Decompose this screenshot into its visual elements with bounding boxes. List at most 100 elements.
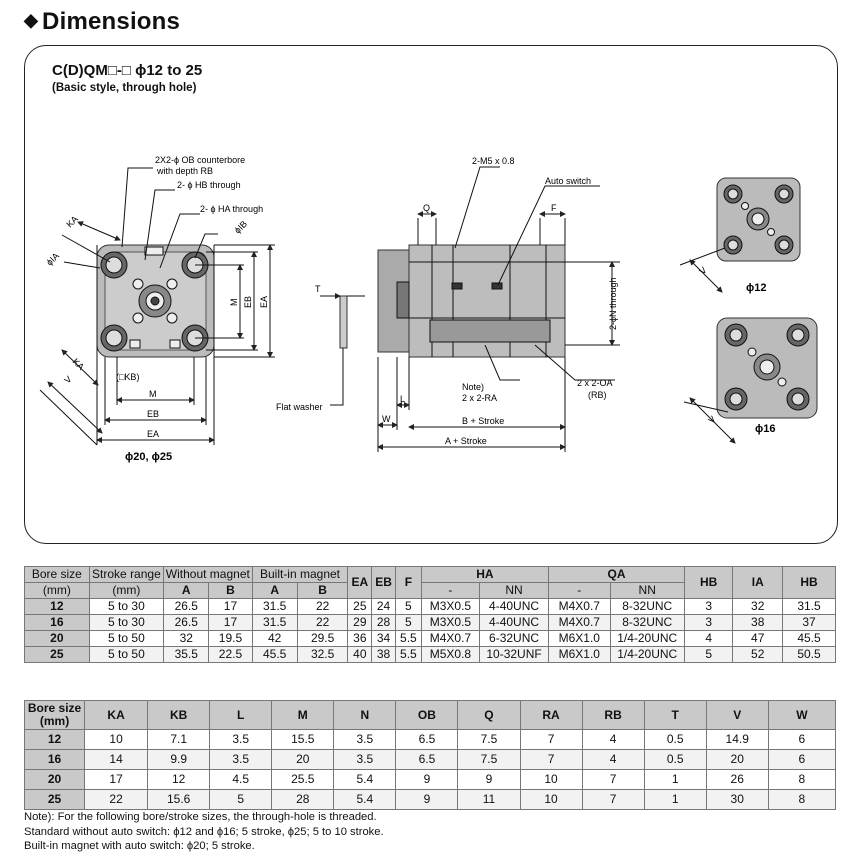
table-cell: 5.5 [394,646,422,663]
table-cell: 35.5 [163,646,210,663]
note-line-3: Built-in magnet with auto switch: ϕ20; 5… [24,840,255,852]
table-cell: 6.5 [395,729,459,750]
table-cell: 3 [683,598,734,615]
table-cell: 32.5 [296,646,349,663]
label-eb-right: EB [243,296,253,308]
table-cell: 38 [371,646,396,663]
dimensions-table-1: Bore size Stroke range Without magnet Bu… [24,566,836,663]
t1-header-ha-nn: NN [479,582,550,599]
table-cell: 45.5 [251,646,298,663]
table-header-cell: V [705,700,769,730]
label-ha: 2- ϕ HA through [200,204,263,214]
table-cell: 5 [394,598,422,615]
table-header-cell: OB [395,700,459,730]
label-note: Note) [462,382,484,392]
table-cell: 8 [767,789,837,810]
table-header-cell: KB [147,700,211,730]
table-cell: 24 [371,598,396,615]
table-cell: 3.5 [333,729,397,750]
table-cell: 12 [24,598,90,615]
table-cell: 32 [163,630,210,647]
table-header-cell: KA [84,700,149,730]
table-cell: 1 [643,769,707,790]
table-cell: 20 [23,769,86,790]
table-cell: 8 [767,769,837,790]
table-cell: 42 [251,630,298,647]
table-header-cell: RA [519,700,583,730]
table-cell: 4.5 [209,769,273,790]
label-ea: EA [147,429,159,439]
table-header-cell: M [271,700,335,730]
table-cell: 29 [347,614,373,631]
table-cell: 15.6 [147,789,211,810]
side-view [320,166,620,452]
label-rb: with depth RB [156,166,213,176]
table-cell: 5 to 30 [88,614,165,631]
table-cell: 26 [705,769,769,790]
t1-header-hb: HB [683,566,734,599]
label-ka-bottom: KA [71,356,87,372]
table-cell: 10-32UNF [479,646,550,663]
table-cell: 26.5 [163,598,210,615]
table-cell: 4 [683,630,734,647]
model-subtitle: (Basic style, through hole) [52,82,197,94]
table-cell: 3.5 [209,729,273,750]
model-title: C(D)QM□-□ ϕ12 to 25 [52,62,203,79]
table-cell: 22 [296,614,349,631]
table-cell: 7.1 [147,729,211,750]
table-cell: 34 [371,630,396,647]
table-cell: 17 [208,614,253,631]
label-ia: ϕIA [44,251,61,268]
table-cell: 4 [581,749,645,770]
table-cell: 37 [782,614,836,631]
label-l: L [400,394,405,404]
table-cell: M6X1.0 [548,646,611,663]
t1-header-stroke-range: Stroke range [88,566,165,583]
table-cell: 11 [457,789,521,810]
table-cell: 7 [519,729,583,750]
table-cell: 12 [23,729,86,750]
table-cell: 3.5 [333,749,397,770]
table-cell: 20 [271,749,335,770]
table-header-cell: Bore size (mm) [23,700,86,730]
table-cell: 5.4 [333,789,397,810]
label-q: Q [423,203,430,213]
note-line-2: Standard without auto switch: ϕ12 and ϕ1… [24,825,384,838]
table-cell: 22 [296,598,349,615]
table-cell: 28 [271,789,335,810]
table-cell: 5 to 50 [88,646,165,663]
table-header-cell: Q [457,700,521,730]
table-header-cell: W [767,700,837,730]
table-cell: 14 [84,749,149,770]
table-cell: 5.5 [394,630,422,647]
table-cell: 45.5 [782,630,836,647]
table-cell: 6-32UNC [479,630,550,647]
label-auto-switch: Auto switch [545,176,591,186]
table-cell: 5 [683,646,734,663]
label-oa-rb: (RB) [588,390,607,400]
table-cell: 10 [519,769,583,790]
table-cell: 25 [347,598,373,615]
t1-header-ia: IA [732,566,784,599]
table-cell: 30 [705,789,769,810]
label-v: V [62,374,73,385]
label-flat-washer: Flat washer [276,402,323,412]
t1-header-b: B [208,582,253,599]
label-m5: 2-M5 x 0.8 [472,156,515,166]
table-header-cell: N [333,700,397,730]
table-cell: 7.5 [457,729,521,750]
table-cell: 5.4 [333,769,397,790]
label-kb: (□KB) [116,372,139,382]
t1-header-hb-2: HB [782,566,836,599]
table-cell: 14.9 [705,729,769,750]
table-cell: 50.5 [782,646,836,663]
label-ka-top: KA [64,214,80,230]
t1-header-ha-dash: - [420,582,481,599]
label-v-12: V [697,265,708,276]
label-v-16: V [706,414,717,425]
